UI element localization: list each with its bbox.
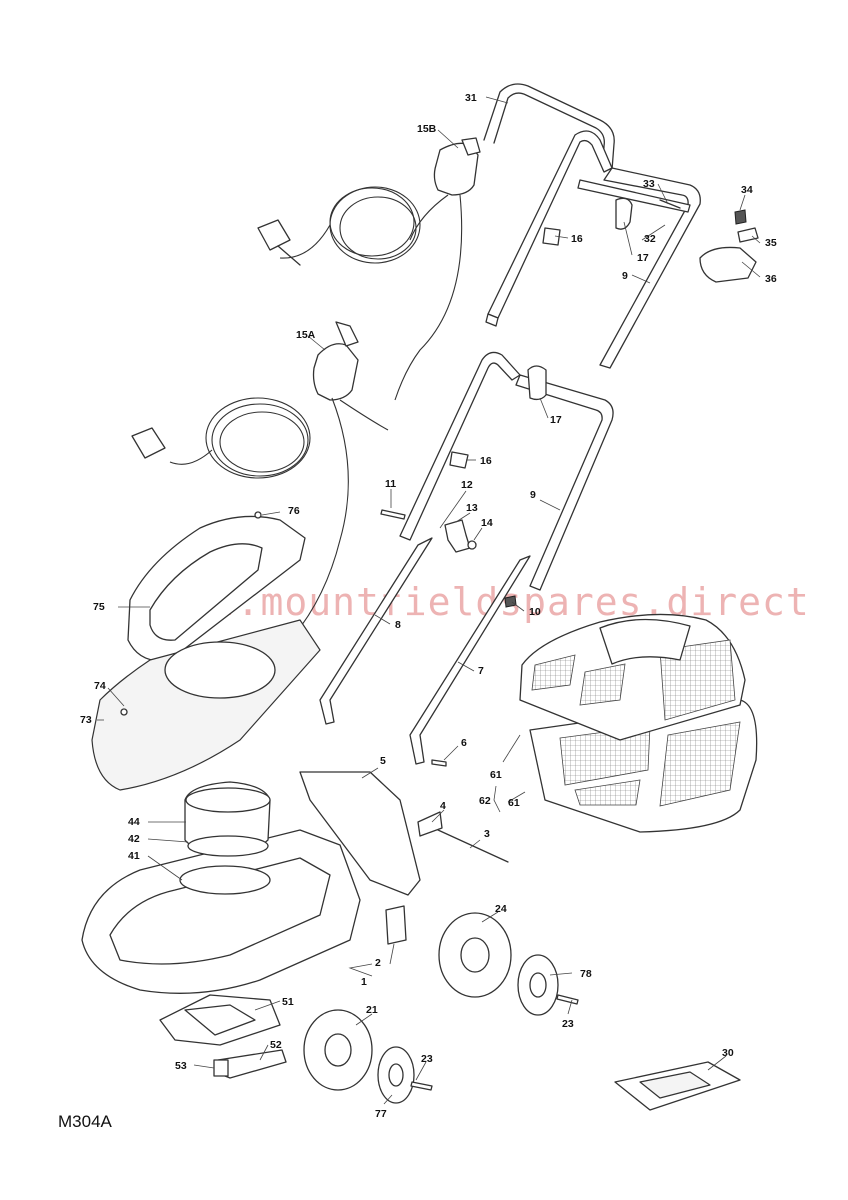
mains-plug-lower: [131, 427, 166, 459]
handle-tube-left-lower: [399, 351, 521, 541]
callout-6: 6: [461, 737, 467, 749]
cutting-assembly: [159, 994, 287, 1079]
callout-9b: 9: [530, 489, 536, 501]
lower-tube-8: [319, 537, 433, 725]
switch-box-15B-assembly: [257, 137, 481, 401]
callout-73: 73: [80, 714, 92, 726]
washer-14: [467, 540, 477, 550]
bolt-10: [504, 595, 517, 608]
callout-33: 33: [643, 178, 655, 190]
callout-75: 75: [93, 601, 105, 613]
callout-36: 36: [765, 273, 777, 285]
callout-32: 32: [644, 233, 656, 245]
rear-catch-parts: [699, 209, 759, 283]
callout-1: 1: [361, 976, 367, 988]
callout-78: 78: [580, 968, 592, 980]
deck-motor-assembly: [81, 771, 509, 994]
hardware-pack-30: [614, 1061, 741, 1111]
callout-21: 21: [366, 1004, 378, 1016]
callout-62: 62: [479, 795, 491, 807]
clip-16b: [449, 451, 469, 469]
spring-34: [734, 209, 747, 225]
callout-13: 13: [466, 502, 478, 514]
bracket-2: [385, 905, 407, 945]
spacer-42: [187, 835, 269, 857]
cross-bar-32: [577, 179, 691, 213]
ring-41: [179, 865, 271, 895]
callout-labels: 31 15B 33 34 16 32 35 17 36 9 15A 17 16 …: [80, 92, 777, 1120]
callout-31: 31: [465, 92, 477, 104]
cable-guide-17b: [527, 365, 547, 401]
handle-tube-right: [599, 167, 701, 369]
callout-14: 14: [481, 517, 493, 529]
callout-23b: 23: [421, 1053, 433, 1065]
hood-assembly: [91, 511, 321, 791]
callout-10: 10: [529, 606, 541, 618]
leader-lines: [97, 96, 761, 1105]
callout-76: 76: [288, 505, 300, 517]
callout-61a: 61: [490, 769, 502, 781]
clip-16a: [542, 227, 561, 246]
callout-5: 5: [380, 755, 386, 767]
callout-7: 7: [478, 665, 484, 677]
callout-77: 77: [375, 1108, 387, 1120]
callout-61b: 61: [508, 797, 520, 809]
callout-53: 53: [175, 1060, 187, 1072]
cable-guide-17a: [615, 197, 633, 230]
callout-30: 30: [722, 1047, 734, 1059]
callout-35: 35: [765, 237, 777, 249]
bolt-6: [431, 759, 447, 767]
callout-15A: 15A: [296, 329, 316, 341]
callout-3: 3: [484, 828, 490, 840]
bolt-11: [380, 509, 406, 520]
handle-tube-left: [487, 130, 613, 319]
callout-34: 34: [741, 184, 753, 196]
bolt-53: [213, 1059, 229, 1077]
callout-44: 44: [128, 816, 140, 828]
callout-16a: 16: [571, 233, 583, 245]
callout-12: 12: [461, 479, 473, 491]
switch-box-15A: [312, 343, 359, 401]
bolt-23a: [556, 994, 579, 1005]
callout-15B: 15B: [417, 123, 437, 135]
pin-35: [737, 227, 759, 243]
callout-2: 2: [375, 957, 381, 969]
callout-17b: 17: [550, 414, 562, 426]
hinge-36: [699, 246, 757, 283]
mains-plug-upper: [257, 219, 291, 251]
upper-handle-assembly: [483, 83, 701, 369]
callout-16b: 16: [480, 455, 492, 467]
callout-51: 51: [282, 996, 294, 1008]
lower-handle-assembly: [319, 351, 614, 767]
callout-8: 8: [395, 619, 401, 631]
callout-23a: 23: [562, 1018, 574, 1030]
callout-42: 42: [128, 833, 140, 845]
switch-box-15A-assembly: [131, 321, 389, 641]
lower-tube-7: [409, 555, 531, 765]
callout-11: 11: [385, 478, 396, 490]
callout-41: 41: [128, 850, 140, 862]
screw-76: [254, 511, 262, 519]
callout-4: 4: [440, 800, 446, 812]
callout-74: 74: [94, 680, 106, 692]
rear-flap-5: [299, 771, 421, 896]
switch-box-15B: [433, 142, 479, 196]
handle-tube-right-lower: [515, 374, 614, 591]
model-code-label: M304A: [58, 1112, 112, 1131]
callout-24: 24: [495, 903, 507, 915]
bolt-23b: [410, 1081, 433, 1091]
callout-17a: 17: [637, 252, 649, 264]
wheels: [303, 912, 579, 1104]
grass-box-assembly: [519, 613, 758, 833]
callout-9a: 9: [622, 270, 628, 282]
screw-74: [120, 708, 128, 716]
callout-52: 52: [270, 1039, 282, 1051]
knob-13: [444, 519, 471, 553]
